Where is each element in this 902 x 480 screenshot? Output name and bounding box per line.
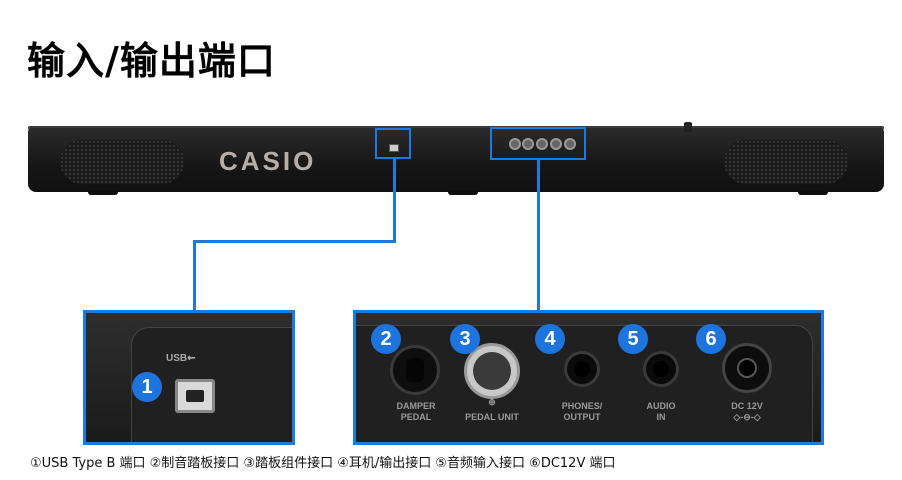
keyboard-rear-image: CASIO <box>28 122 884 195</box>
connector-line <box>393 159 396 242</box>
badge-5: 5 <box>618 324 648 354</box>
usb-highlight-box <box>375 128 411 159</box>
foot <box>798 191 828 195</box>
jack-thumbnail <box>509 138 521 150</box>
damper-pedal-jack <box>390 345 440 395</box>
connector-line <box>193 240 396 243</box>
usb-port-thumbnail <box>389 144 399 152</box>
jack-thumbnail <box>564 138 576 150</box>
jacks-detail-panel: 2 DAMPER PEDAL 3 ⊕ PEDAL UNIT 4 PHONES/ … <box>353 310 824 445</box>
jack-thumbnail <box>536 138 548 150</box>
knob <box>684 122 692 132</box>
usb-type-b-port <box>175 379 215 413</box>
port-label-line2: PEDAL <box>400 412 432 422</box>
jack-hole <box>406 358 424 382</box>
connector-line <box>537 160 540 311</box>
jack-thumbnail <box>550 138 562 150</box>
badge-2: 2 <box>371 324 401 354</box>
port-caption: ①USB Type B 端口 ②制音踏板接口 ③踏板组件接口 ④耳机/输出接口 … <box>30 456 616 471</box>
jack-hole <box>574 361 590 377</box>
badge-3: 3 <box>450 324 480 354</box>
din-symbol: ⊕ <box>488 397 496 407</box>
badge-6: 6 <box>696 324 726 354</box>
port-label-line2: OUTPUT <box>563 412 601 422</box>
port-label-line1: DAMPER <box>396 401 436 411</box>
usb-detail-panel: USB⇜ 1 <box>83 310 295 445</box>
foot <box>88 191 118 195</box>
port-label-line2: PEDAL UNIT <box>465 412 519 422</box>
jack-hole <box>653 361 669 377</box>
din-socket <box>473 352 511 390</box>
port-label-line1: AUDIO <box>646 401 676 411</box>
page-title: 输入/输出端口 <box>27 39 276 83</box>
port-label-line2: ◇-⊖-◇ <box>733 412 761 422</box>
casio-logo: CASIO <box>219 146 317 176</box>
jacks-highlight-box <box>490 127 586 160</box>
port-label-line1: DC 12V <box>731 401 763 411</box>
port-label-line2: IN <box>656 412 666 422</box>
jack-hole <box>737 358 757 378</box>
badge-1: 1 <box>132 372 162 402</box>
port-label-line1: PHONES/ <box>561 401 603 411</box>
foot <box>448 191 478 195</box>
jack-thumbnail <box>522 138 534 150</box>
badge-4: 4 <box>535 324 565 354</box>
usb-symbol-label: USB⇜ <box>166 353 196 364</box>
right-speaker-grille <box>724 140 848 184</box>
left-speaker-grille <box>60 140 184 184</box>
connector-line <box>193 240 196 311</box>
